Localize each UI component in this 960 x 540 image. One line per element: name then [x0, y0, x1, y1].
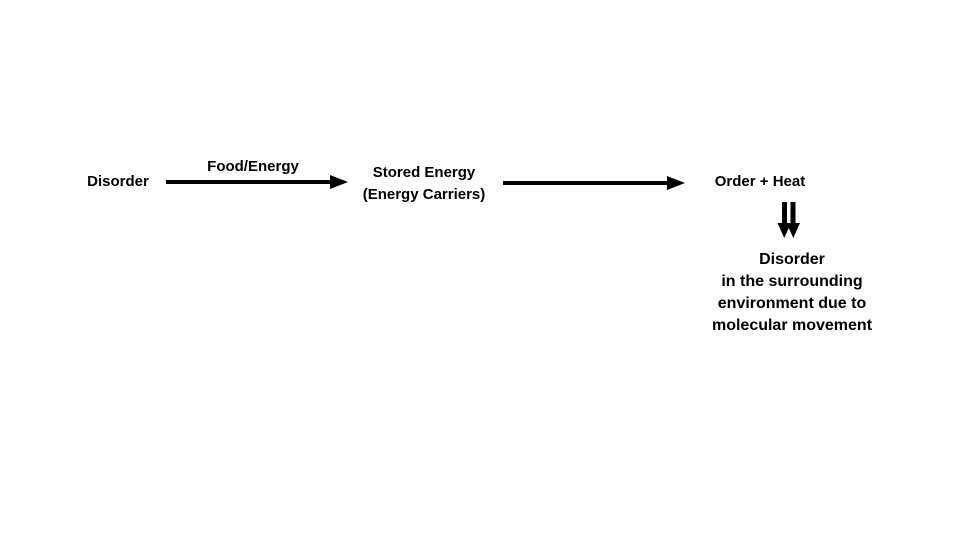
surrounding-line1: Disorder — [759, 251, 825, 268]
surrounding-line3: environment due to — [717, 295, 867, 312]
right-arrow-icon — [503, 176, 685, 190]
stored-energy-line2: (Energy Carriers) — [362, 186, 486, 203]
disorder-label: Disorder — [87, 173, 149, 190]
order-heat-label: Order + Heat — [714, 173, 806, 190]
surrounding-disorder-label: Disorder in the surrounding environment … — [692, 249, 892, 337]
surrounding-line2: in the surrounding — [721, 273, 863, 290]
stored-energy-line1: Stored Energy — [372, 164, 476, 181]
surrounding-line4: molecular movement — [711, 317, 873, 334]
double-down-arrow-icon — [777, 202, 800, 238]
stored-energy-label: Stored Energy (Energy Carriers) — [344, 162, 504, 206]
food-energy-label: Food/Energy — [207, 158, 299, 175]
right-arrow-icon — [166, 175, 348, 189]
